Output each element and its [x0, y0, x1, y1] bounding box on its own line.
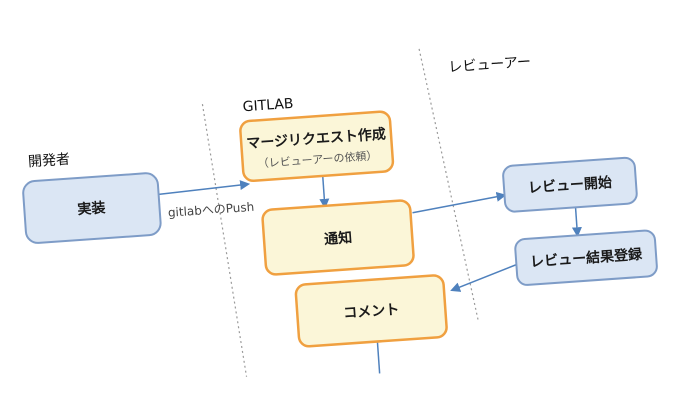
- lane-divider-right: [418, 48, 479, 321]
- lane-divider-left: [201, 104, 248, 377]
- lane-label-reviewer: レビューアー: [448, 54, 532, 76]
- node-merge-request: マージリクエスト作成 （レビューアーの依頼）: [239, 110, 395, 183]
- node-notify-label: 通知: [324, 229, 353, 248]
- node-review-start: レビュー開始: [502, 156, 638, 213]
- node-review-register: レビュー結果登録: [514, 229, 658, 286]
- edge-review-start-to-register: [571, 205, 582, 238]
- node-comment: コメント: [294, 274, 448, 348]
- edge-comment-down: [376, 341, 381, 374]
- lane-label-gitlab: GITLAB: [242, 96, 294, 116]
- edge-merge-request-to-notify: [319, 176, 330, 209]
- node-comment-label: コメント: [343, 302, 400, 322]
- edge-notify-to-review-start: [412, 191, 507, 214]
- lane-label-developer: 開発者: [28, 152, 71, 171]
- node-review-start-label: レビュー開始: [527, 174, 612, 197]
- node-impl-label: 実装: [77, 199, 107, 218]
- node-notify: 通知: [261, 199, 415, 276]
- edge-label-push: gitlabへのPush: [167, 200, 254, 220]
- edge-register-to-comment: [450, 263, 517, 292]
- node-impl: 実装: [22, 172, 162, 244]
- edge-impl-to-merge-request: [158, 180, 251, 196]
